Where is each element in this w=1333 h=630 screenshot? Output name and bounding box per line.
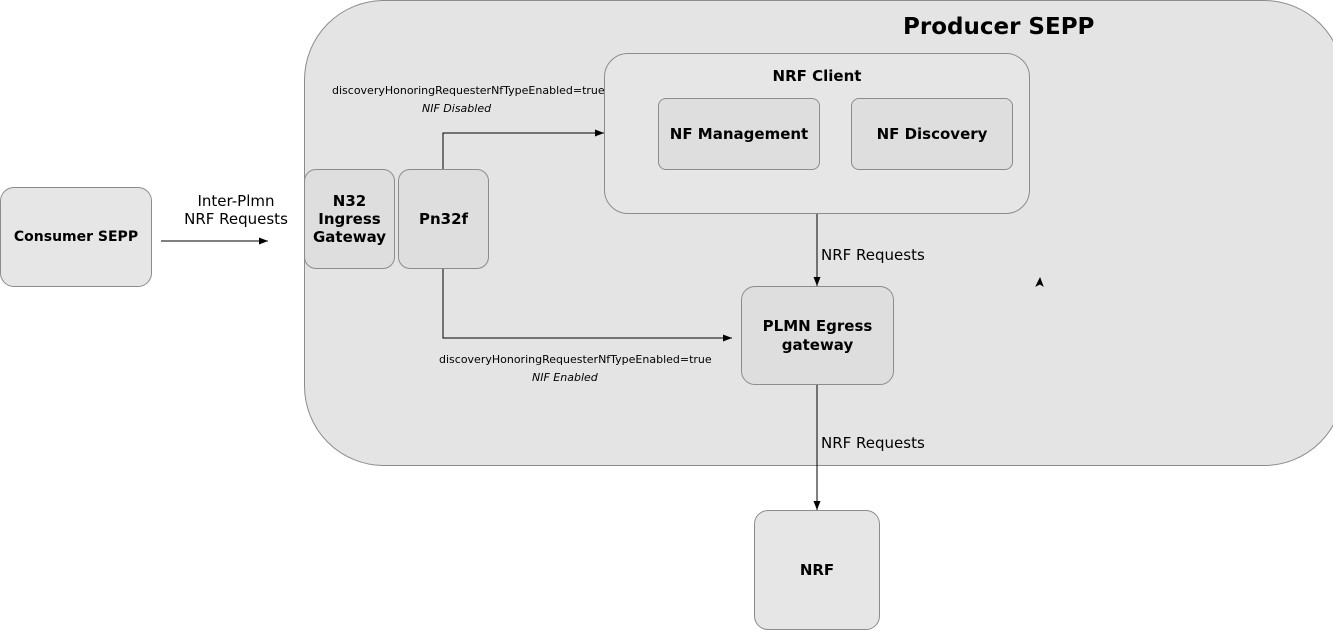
- pn32f-box: Pn32f: [398, 169, 489, 269]
- inter-plmn-label-line2: NRF Requests: [184, 210, 288, 228]
- bottom-route-mode: NIF Enabled: [532, 371, 598, 384]
- inter-plmn-label-line1: Inter-Plmn: [197, 192, 275, 210]
- egress-to-nrf-label: NRF Requests: [821, 434, 925, 452]
- producer-sepp-title: Producer SEPP: [903, 14, 1095, 40]
- cursor-icon: [1035, 277, 1044, 288]
- top-route-mode: NIF Disabled: [422, 102, 492, 115]
- n32-ingress-gateway-box: N32 Ingress Gateway: [304, 169, 395, 269]
- plmn-egress-gateway-box: PLMN Egress gateway: [741, 286, 894, 385]
- consumer-sepp-box: Consumer SEPP: [0, 187, 152, 287]
- bottom-route-condition: discoveryHonoringRequesterNfTypeEnabled=…: [439, 353, 712, 366]
- nf-management-box: NF Management: [658, 98, 820, 170]
- top-route-condition: discoveryHonoringRequesterNfTypeEnabled=…: [332, 84, 605, 97]
- top-route-arrow: [442, 129, 604, 169]
- nrf-box: NRF: [754, 510, 880, 630]
- inter-plmn-label: Inter-Plmn NRF Requests: [180, 192, 292, 228]
- nrf-client-title: NRF Client: [772, 67, 862, 85]
- nf-discovery-box: NF Discovery: [851, 98, 1013, 170]
- client-to-egress-label: NRF Requests: [821, 246, 925, 264]
- bottom-route-arrow: [442, 269, 732, 342]
